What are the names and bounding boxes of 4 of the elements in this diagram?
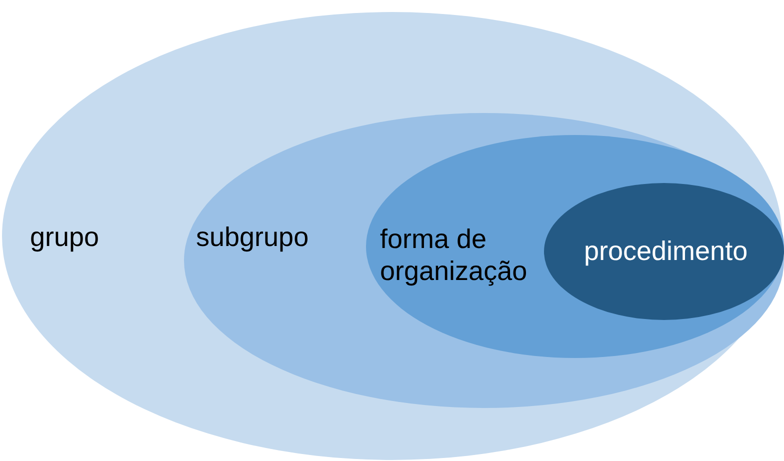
set-label: grupo [30,221,100,253]
set-label: subgrupo [196,221,310,253]
set-label: forma de organização [380,223,528,287]
set-label: procedimento [584,235,749,267]
